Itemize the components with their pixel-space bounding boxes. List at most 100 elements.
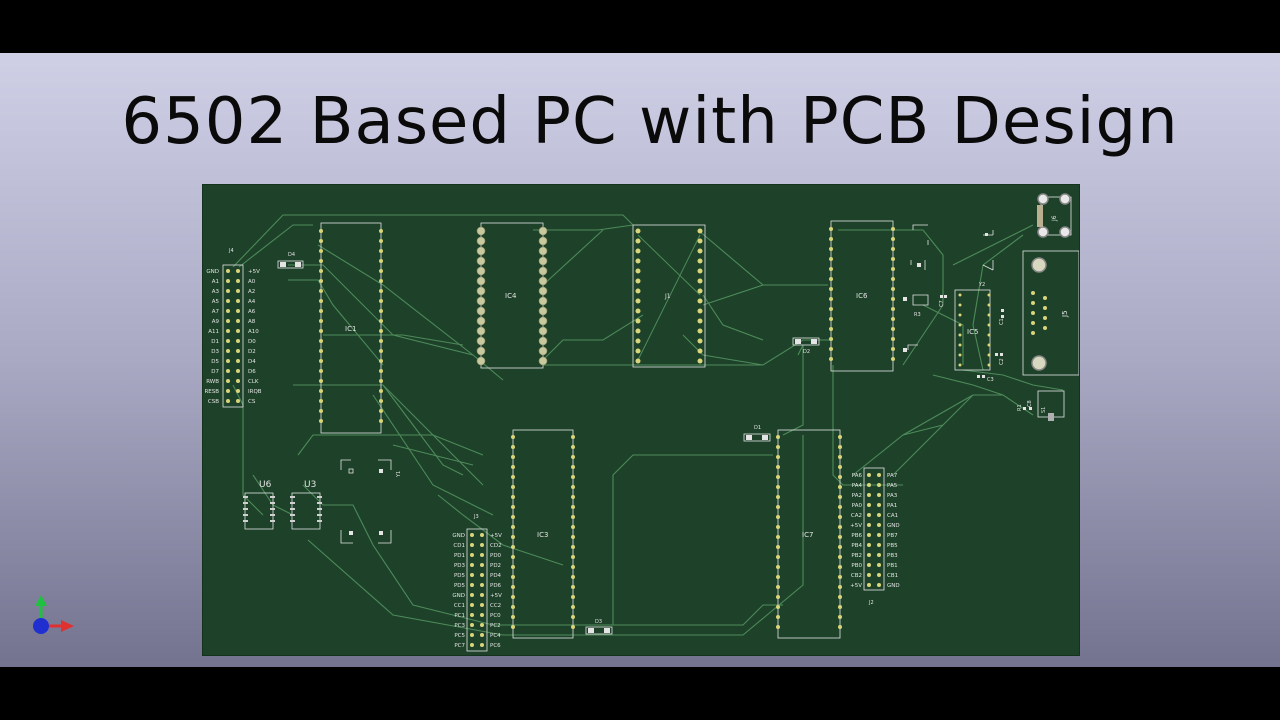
j4-right-label: A10 [248,329,259,335]
designator-c7: C7 [939,300,945,307]
j2-right-label: PA5 [887,483,898,489]
connector-j6-usb: J6 [1037,193,1072,238]
j2-right-label: PA1 [887,503,897,509]
copper-traces [232,214,1064,636]
designator-j6: J6 [1051,215,1058,222]
chip-ic7: IC7 [776,429,842,639]
pcb-board[interactable]: J4 GND A1 A3 A5 A7 A9 A11 D1 D3 D5 D7 RW… [202,184,1080,656]
designator-d4: D4 [288,252,295,258]
designator-r1: R1 [1017,404,1023,411]
j4-right-label: CLK [248,379,259,385]
j4-right-label: A2 [248,289,255,295]
j3-right-label: PC4 [490,633,501,639]
designator-y1: Y1 [396,471,402,478]
j3-left-label: GND [452,593,465,599]
j4-right-label: D0 [248,339,256,345]
chip-ic1: IC1 [319,222,383,434]
small-parts-lower-right: R1 C8 S1 [1017,390,1065,421]
j2-right-label: GND [887,523,900,529]
chip-ic5: IC5 C1 C2 C3 [954,289,1005,383]
socket-j1: J1 [632,224,706,368]
designator-ic6: IC6 [856,292,868,300]
j4-right-label: D4 [248,359,256,365]
pcb-artwork: J4 GND A1 A3 A5 A7 A9 A11 D1 D3 D5 D7 RW… [204,193,1079,652]
j2-right-label: CB1 [887,573,898,579]
designator-ic7: IC7 [802,531,813,539]
j4-right-label: +5V [248,269,260,275]
j4-left-label: GND [206,269,219,275]
connector-j5-serial: J5 [1022,250,1079,376]
j2-right-label: PA3 [887,493,898,499]
connector-j4: J4 GND A1 A3 A5 A7 A9 A11 D1 D3 D5 D7 RW… [204,248,262,408]
j3-left-label: PD5 [454,573,466,579]
j3-right-label: PD6 [490,583,502,589]
j3-left-label: PC1 [454,613,465,619]
j2-right-label: PB3 [887,553,898,559]
diode-d1: D1 [743,425,771,442]
j3-right-label: PD4 [490,573,502,579]
designator-j4: J4 [228,248,234,254]
small-parts-right: R3 C7 Y2 [903,224,994,352]
j3-left-label: GND [452,533,465,539]
j4-right-label: A0 [248,279,256,285]
j4-left-label: A3 [212,289,220,295]
j3-left-label: PD1 [454,553,465,559]
j4-right-label: A4 [248,299,256,305]
j3-left-label: PC5 [454,633,465,639]
letterbox-top [0,0,1280,53]
j3-left-label: PC7 [454,643,465,649]
connector-j2: PA6 PA4 PA2 PA0 CA2 +5V PB6 PB4 PB2 PB0 … [850,467,900,606]
y-axis-arrow-icon [35,595,47,606]
j4-right-label: D2 [248,349,256,355]
chip-u3: U3 [290,480,322,530]
designator-j1: J1 [664,293,671,300]
designator-c1: C1 [999,318,1005,325]
designator-ic5: IC5 [967,328,978,336]
j2-left-label: CB2 [851,573,862,579]
j2-right-label: PA7 [887,473,898,479]
j3-right-label: CD2 [490,543,502,549]
j2-right-label: PB7 [887,533,898,539]
j3-right-label: PD2 [490,563,501,569]
designator-c2: C2 [999,358,1005,365]
j2-right-label: GND [887,583,900,589]
j2-left-label: PB4 [851,543,862,549]
crystal-y1: Y1 [340,459,402,544]
j4-left-label: RESB [204,389,219,395]
j2-left-label: PA2 [852,493,862,499]
designator-c8: C8 [1027,400,1033,407]
pcb-3d-viewport[interactable]: 6502 Based PC with PCB Design [0,53,1280,667]
diode-d4: D4 [277,252,304,269]
z-axis-icon [33,618,49,634]
j4-right-label: A8 [248,319,256,325]
j4-left-label: D1 [211,339,219,345]
page-title: 6502 Based PC with PCB Design [121,85,1179,159]
j4-left-label: A5 [212,299,220,305]
j2-left-label: PA6 [852,473,863,479]
connector-j3: J3 GND CD1 PD1 PD3 PD5 PD5 GND CC1 PC1 P… [452,514,502,652]
chip-u6: U6 [243,480,275,530]
j4-left-label: D5 [211,359,219,365]
j3-right-label: PC6 [490,643,501,649]
designator-d2: D2 [803,349,810,355]
j3-right-label: PD0 [490,553,502,559]
j4-left-label: A7 [212,309,220,315]
j2-left-label: PB0 [851,563,862,569]
j4-right-label: CS [248,399,256,405]
diode-d3: D3 [585,619,613,635]
designator-c3: C3 [987,377,994,383]
letterbox-bottom [0,667,1280,720]
j2-left-label: +5V [850,523,862,529]
j4-right-label: IRQB [248,389,262,395]
chip-ic6: IC6 [829,220,895,372]
designator-r3: R3 [914,312,921,318]
j3-left-label: PD5 [454,583,466,589]
axis-orientation-gizmo[interactable] [30,593,80,643]
j3-left-label: CC1 [454,603,465,609]
designator-j3: J3 [473,514,479,520]
designator-ic3: IC3 [537,531,548,539]
j3-right-label: +5V [490,533,502,539]
chip-ic3: IC3 [511,429,575,639]
j2-right-label: CA1 [887,513,898,519]
j2-left-label: PA4 [852,483,863,489]
